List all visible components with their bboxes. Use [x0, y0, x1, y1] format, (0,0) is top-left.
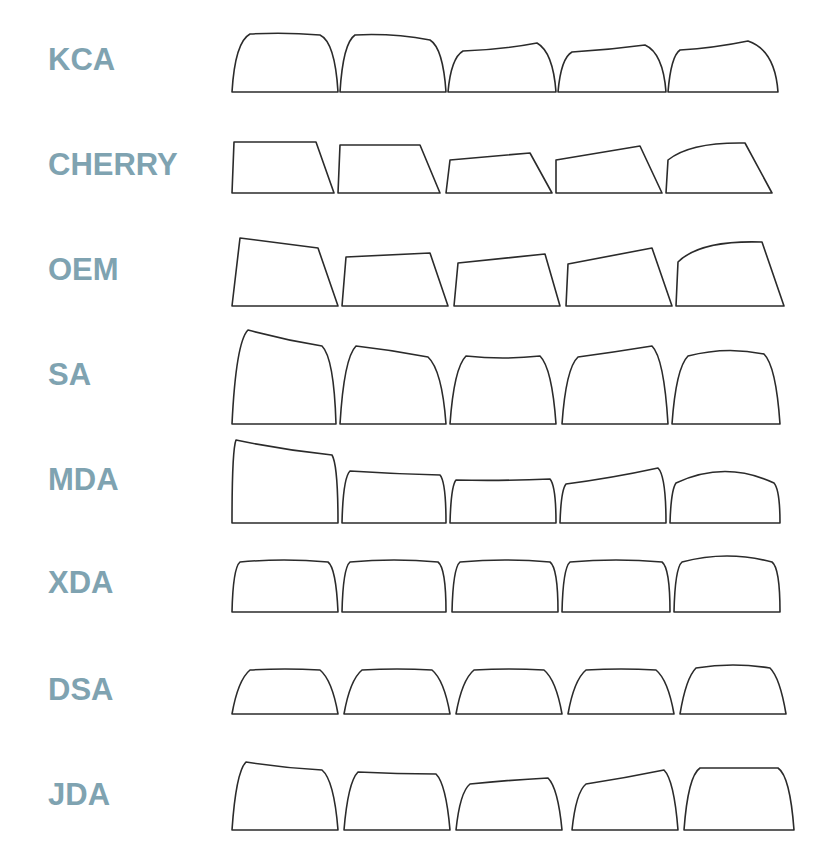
- keycap-profile: [568, 669, 674, 714]
- keycap-profile: [558, 45, 666, 92]
- keycap-profile: [450, 356, 556, 424]
- profile-name: CHERRY: [48, 147, 178, 183]
- keycap-profile: [448, 43, 556, 92]
- keycap-profile: [666, 143, 772, 193]
- dsa-row: [232, 665, 786, 714]
- profile-name: SA: [48, 357, 91, 393]
- keycap-profile: [560, 468, 666, 523]
- keycap-profile: [676, 242, 784, 306]
- profile-name: DSA: [48, 672, 113, 708]
- keycap-profile: [342, 471, 446, 523]
- profile-name: KCA: [48, 42, 115, 78]
- profile-name: JDA: [48, 777, 110, 813]
- jda-row: [232, 762, 794, 830]
- keycap-profile: [232, 330, 336, 424]
- keycap-profile: [340, 346, 446, 424]
- keycap-profile: [340, 35, 446, 92]
- keycap-profile: [670, 472, 780, 524]
- keycap-profile: [674, 556, 780, 612]
- keycap-profile: [556, 146, 662, 193]
- profile-name: XDA: [48, 565, 113, 601]
- keycap-profile: [566, 248, 672, 306]
- keycap-profile: [232, 238, 338, 306]
- keycap-profile: [454, 254, 560, 306]
- keycap-profile: [446, 153, 552, 193]
- keycap-profile: [344, 669, 450, 714]
- keycap-profile: [342, 253, 448, 306]
- keycap-profile: [338, 145, 440, 193]
- profile-name: OEM: [48, 252, 119, 288]
- keycap-profile: [562, 560, 670, 612]
- keycap-profile: [668, 41, 778, 92]
- keycap-profile: [232, 762, 338, 830]
- keycap-profile: [450, 479, 556, 523]
- keycap-profile: [456, 669, 562, 714]
- keycap-profile: [684, 768, 794, 830]
- oem-row: [232, 238, 784, 306]
- profile-name: MDA: [48, 462, 119, 498]
- keycap-profile: [456, 778, 562, 830]
- keycap-profile: [232, 560, 338, 612]
- keycap-profile: [232, 440, 338, 523]
- keycap-profile: [232, 669, 338, 714]
- keycap-profile: [342, 560, 446, 612]
- keycap-profile: [232, 33, 338, 92]
- keycap-profile: [672, 350, 780, 424]
- keycap-profile: [562, 346, 668, 424]
- sa-row: [232, 330, 780, 424]
- kca-row: [232, 33, 778, 92]
- keycap-profile: [452, 560, 558, 612]
- keycap-profile: [344, 772, 450, 830]
- keycap-profile: [232, 142, 334, 193]
- keycap-profile: [680, 665, 786, 714]
- cherry-row: [232, 142, 772, 193]
- xda-row: [232, 556, 780, 612]
- keycap-profile: [572, 770, 678, 830]
- mda-row: [232, 440, 780, 523]
